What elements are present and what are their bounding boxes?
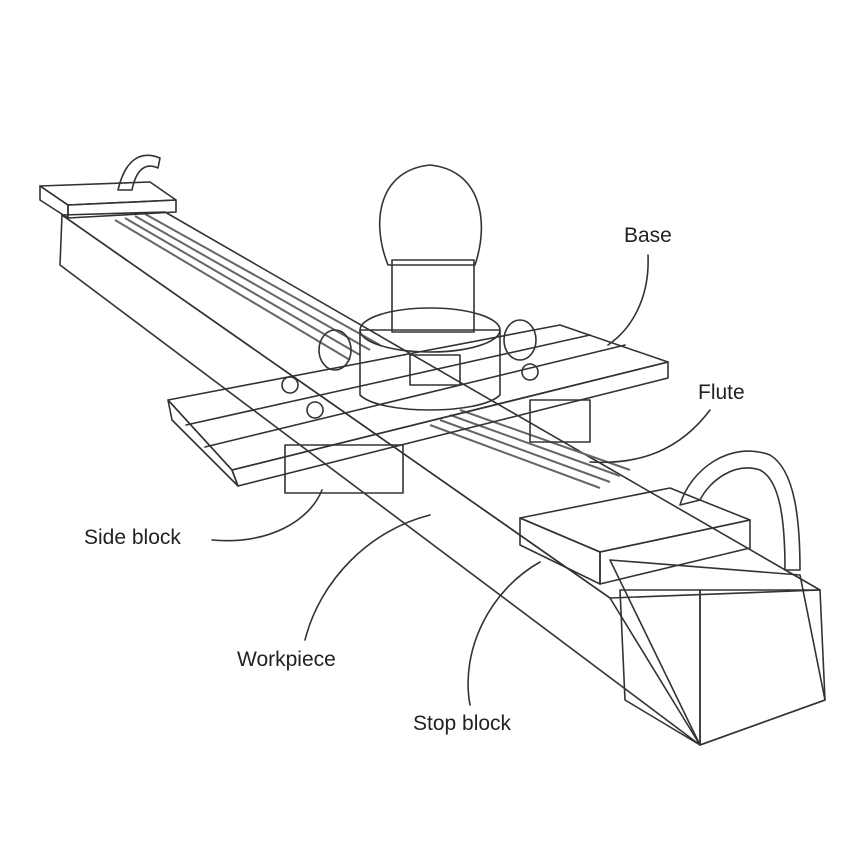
label-flute: Flute (698, 381, 745, 404)
left-stop-block (39, 154, 177, 219)
workpiece (59, 211, 821, 746)
arrow-stop-block (467, 561, 541, 706)
router-base (167, 324, 669, 487)
router (281, 164, 539, 419)
leader-arrows (211, 254, 711, 706)
label-stop-block: Stop block (413, 712, 512, 735)
side-block-left (284, 444, 404, 494)
label-base: Base (624, 224, 672, 247)
flutes (114, 213, 631, 489)
label-workpiece: Workpiece (237, 648, 336, 671)
arrow-base (607, 254, 649, 346)
side-block-right (529, 399, 591, 443)
arrow-flute (589, 409, 711, 464)
arrow-side-block (211, 489, 323, 542)
arrow-workpiece (304, 514, 431, 641)
right-stop-block (519, 450, 826, 746)
label-side-block: Side block (84, 526, 181, 549)
